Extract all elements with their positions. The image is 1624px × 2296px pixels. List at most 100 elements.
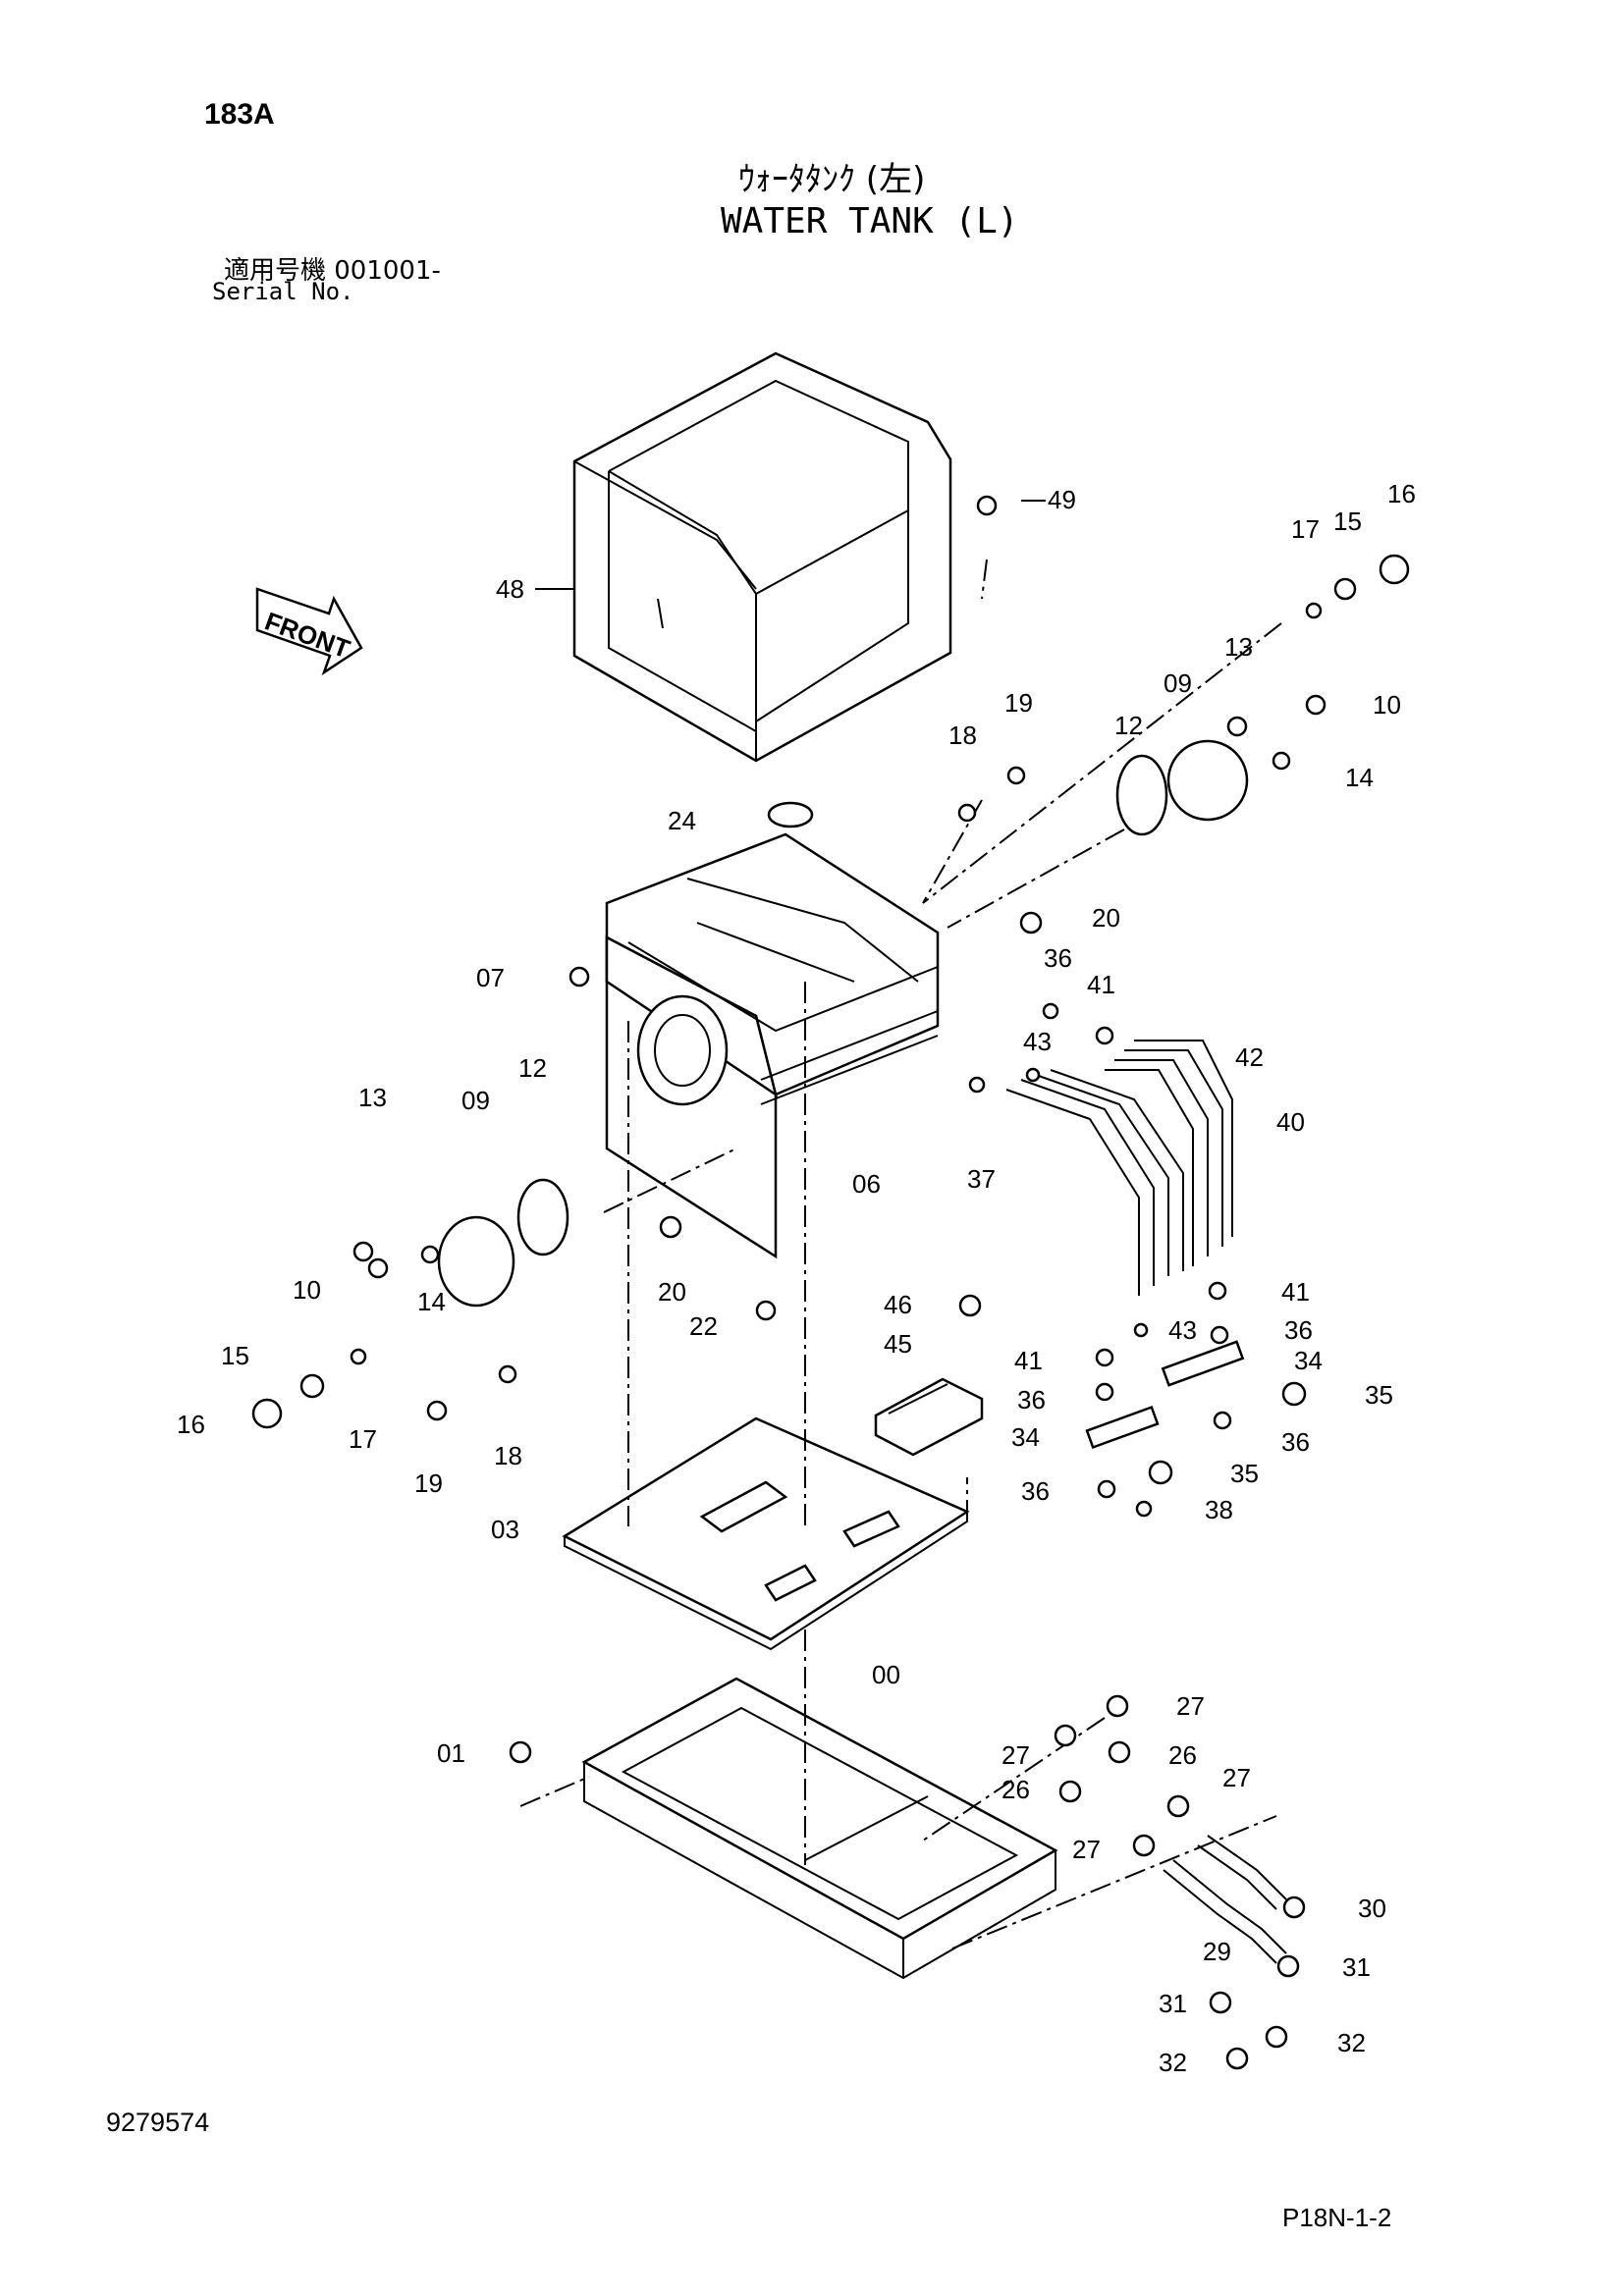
callout-16: 16 — [1387, 479, 1416, 508]
callout-37: 37 — [967, 1164, 996, 1194]
callout-41-right: 41 — [1281, 1277, 1310, 1307]
callout-24: 24 — [668, 806, 696, 835]
clip-18-icon — [957, 803, 977, 823]
nut-15-icon — [1333, 577, 1357, 601]
nut-15-left-icon — [299, 1373, 325, 1399]
callout-14-left: 14 — [417, 1287, 446, 1316]
callout-17: 17 — [1291, 514, 1320, 544]
callout-15: 15 — [1333, 507, 1362, 536]
callout-18: 18 — [948, 721, 977, 750]
callout-07: 07 — [476, 963, 505, 992]
callout-41-lower: 41 — [1014, 1346, 1043, 1375]
title-japanese: ｳｫｰﾀﾀﾝｸ (左) — [738, 160, 926, 199]
callout-19: 19 — [1004, 688, 1033, 718]
support-block — [874, 1377, 984, 1457]
callout-12-left: 12 — [518, 1053, 547, 1083]
base-plate — [562, 1416, 970, 1651]
clamp-41-icon — [1095, 1026, 1114, 1045]
page-reference: P18N-1-2 — [1282, 2203, 1392, 2232]
washer-17-icon — [1305, 602, 1323, 619]
hose-26-lower-icon — [1058, 1780, 1082, 1803]
washer-17-left-icon — [350, 1348, 367, 1365]
fitting-36-top-icon — [1210, 1325, 1229, 1345]
callout-27-left: 27 — [1001, 1740, 1030, 1770]
callout-12: 12 — [1114, 711, 1143, 740]
clamp-27-bottom-icon — [1132, 1834, 1156, 1857]
callout-35-upper: 35 — [1365, 1380, 1393, 1410]
callout-22: 22 — [689, 1311, 718, 1341]
leader-lines — [519, 500, 1282, 1949]
callout-20: 20 — [1092, 903, 1120, 933]
bolt-49-icon — [976, 495, 998, 516]
callout-48: 48 — [496, 574, 524, 604]
callout-31-right: 31 — [1342, 1952, 1371, 1982]
plug-43-low-icon — [1133, 1322, 1149, 1338]
bolt-01-icon — [509, 1740, 532, 1764]
fitting-36-bottom-icon — [1097, 1479, 1116, 1499]
callout-36-mid: 36 — [1281, 1427, 1310, 1457]
callout-41: 41 — [1087, 970, 1115, 999]
callout-36: 36 — [1044, 943, 1072, 973]
fitting-30-icon — [1282, 1896, 1306, 1919]
flange-09-left-icon — [437, 1215, 515, 1308]
callout-10-left: 10 — [293, 1275, 321, 1305]
manifold-34-lower-icon — [1085, 1405, 1160, 1450]
pipe-bundle — [1005, 1040, 1233, 1296]
clamp-27-right-icon — [1166, 1794, 1190, 1818]
nut-37-icon — [968, 1076, 986, 1094]
bolt-35-lower-icon — [1148, 1460, 1173, 1485]
callout-15-left: 15 — [221, 1341, 249, 1370]
callout-43-lower: 43 — [1168, 1315, 1197, 1345]
bolt-19-left-icon — [426, 1400, 448, 1421]
callout-32-left: 32 — [1159, 2048, 1187, 2077]
gasket-12-left-icon — [516, 1178, 569, 1256]
fitting-36-left-icon — [1095, 1382, 1114, 1402]
bolt-32-right-icon — [1265, 2025, 1288, 2049]
bolt-19-icon — [1006, 766, 1026, 785]
callout-34-upper: 34 — [1294, 1346, 1323, 1375]
gasket-12-icon — [1115, 754, 1168, 836]
flange-09-icon — [1166, 739, 1249, 822]
clamp-41-low-icon — [1095, 1348, 1114, 1367]
callout-45: 45 — [884, 1329, 912, 1359]
document-number: 9279574 — [106, 2108, 210, 2137]
grommet-20-icon — [1019, 911, 1043, 934]
callout-40: 40 — [1276, 1107, 1305, 1137]
grommet-20-left-icon — [659, 1215, 682, 1239]
callout-13: 13 — [1224, 632, 1253, 662]
callout-06: 06 — [852, 1169, 881, 1199]
clip-18-left-icon — [498, 1364, 517, 1384]
callout-19-left: 19 — [414, 1468, 443, 1498]
callout-38: 38 — [1205, 1495, 1233, 1524]
clamp-41-right-icon — [1208, 1281, 1227, 1301]
callout-26-upper: 26 — [1168, 1740, 1197, 1770]
tank-cover — [572, 351, 952, 763]
callout-31-left: 31 — [1159, 1989, 1187, 2018]
callout-13-left: 13 — [358, 1083, 387, 1112]
bolt-13-left-icon — [367, 1257, 389, 1279]
callout-00: 00 — [872, 1660, 900, 1689]
bolt-32-left-icon — [1225, 2047, 1249, 2070]
callout-43: 43 — [1023, 1027, 1052, 1056]
callout-20-left: 20 — [658, 1277, 686, 1307]
cap-24-icon — [767, 801, 814, 828]
serial-english: Serial No. — [212, 278, 354, 305]
level-gauge-10-left-icon — [352, 1241, 374, 1262]
callout-27-bottom: 27 — [1072, 1835, 1101, 1864]
clip-31-left-icon — [1209, 1991, 1232, 2014]
callout-46: 46 — [884, 1290, 912, 1319]
drain-cock-22-icon — [755, 1300, 777, 1321]
clamp-27-left-icon — [1054, 1724, 1077, 1747]
sensor-16-left-icon — [251, 1398, 283, 1429]
fitting-36-mid-icon — [1213, 1411, 1232, 1430]
front-arrow: FRONT — [255, 587, 363, 676]
callout-32-right: 32 — [1337, 2028, 1366, 2057]
callout-36-top: 36 — [1284, 1315, 1313, 1345]
callout-42: 42 — [1235, 1042, 1264, 1072]
callout-17-left: 17 — [349, 1424, 377, 1454]
base-frame — [581, 1677, 1058, 1980]
fitting-14-icon — [1272, 751, 1291, 771]
sensor-16-icon — [1379, 554, 1410, 585]
manifold-34-upper-icon — [1161, 1340, 1245, 1387]
